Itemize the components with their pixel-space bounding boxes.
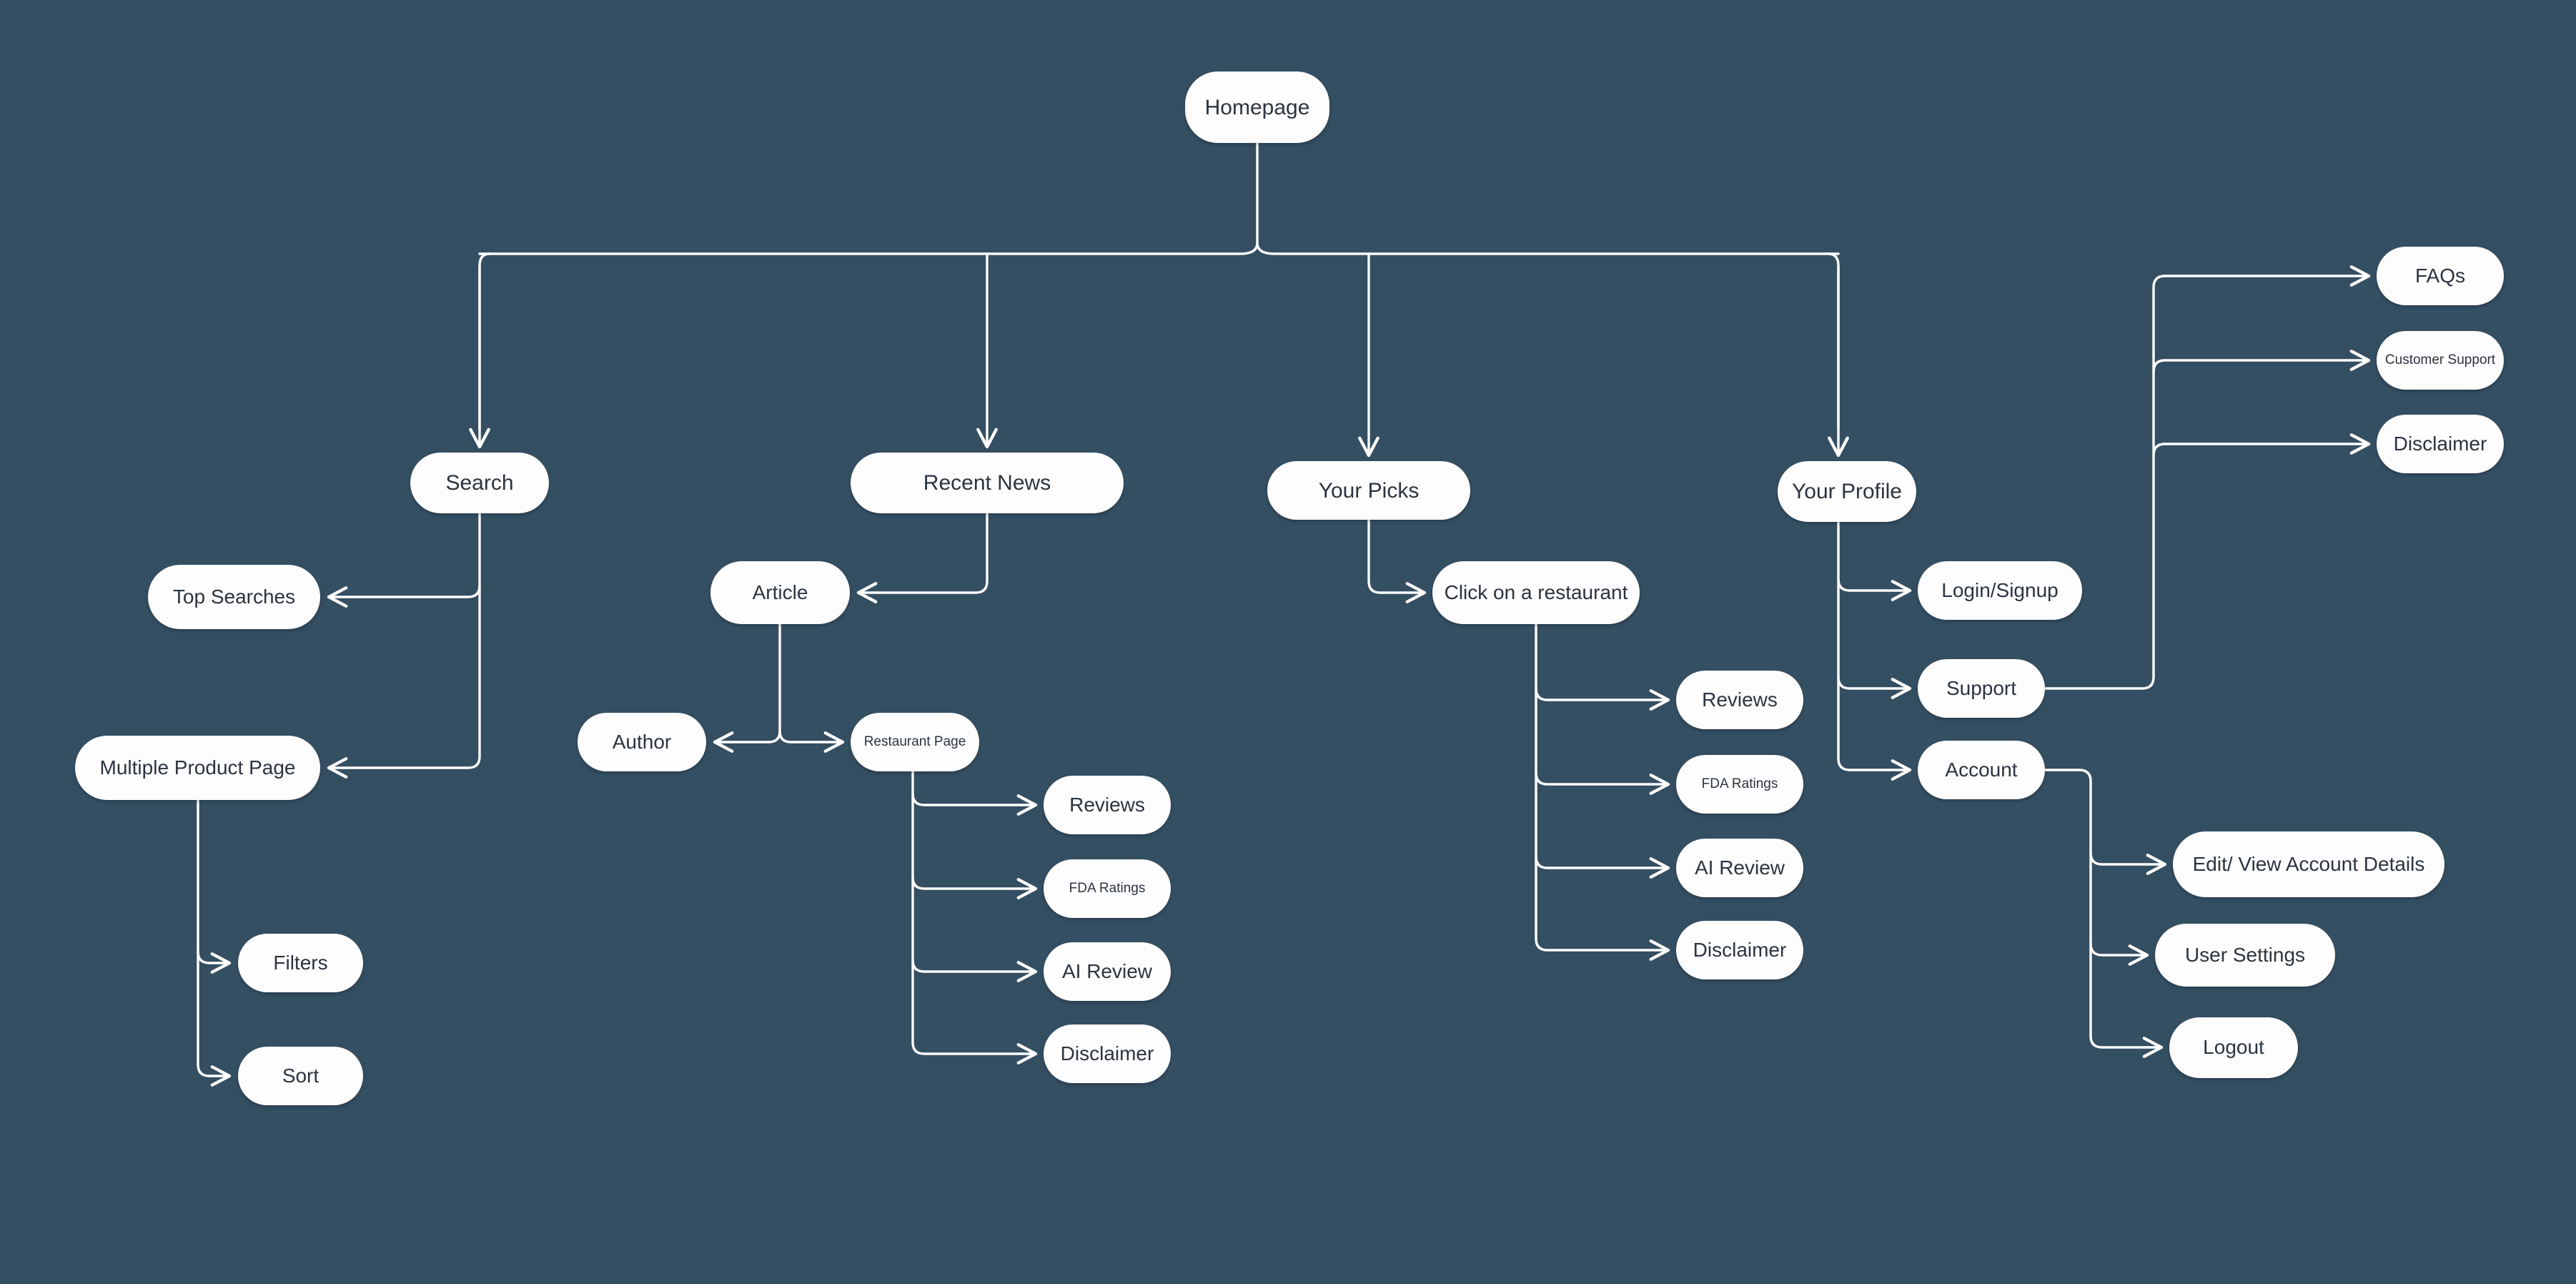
node-label: Reviews [1702, 688, 1778, 711]
node-label: Your Picks [1318, 478, 1420, 503]
edge-cr-spine [1535, 623, 1670, 961]
node-multiple-product-page[interactable]: Multiple Product Page [75, 736, 320, 800]
edge-rp-spine [911, 770, 1038, 1065]
edge-search-spine [327, 512, 481, 779]
node-label: Logout [2203, 1036, 2264, 1059]
node-label: AI Review [1061, 959, 1153, 982]
node-filters[interactable]: Filters [238, 934, 363, 992]
node-label: Recent News [923, 471, 1051, 495]
node-recent-news[interactable]: Recent News [851, 453, 1124, 513]
edge-rp-fda [911, 876, 1038, 899]
node-logout[interactable]: Logout [2169, 1017, 2298, 1078]
node-support-disclaimer[interactable]: Disclaimer [2377, 415, 2504, 473]
edge-search-top-searches [327, 584, 481, 608]
node-restaurant-fda-ratings[interactable]: FDA Ratings [1044, 859, 1171, 918]
node-label: Multiple Product Page [99, 756, 296, 779]
node-restaurant-ai-review[interactable]: AI Review [1044, 942, 1171, 1001]
node-label: FDA Ratings [1069, 880, 1146, 896]
node-picks-fda-ratings[interactable]: FDA Ratings [1676, 755, 1803, 814]
edge-bus-right-cap [1827, 252, 1840, 430]
edge-cr-ai-review [1535, 855, 1670, 879]
node-account[interactable]: Account [1918, 741, 2045, 799]
node-label: Article [752, 581, 808, 603]
node-label: Sort [282, 1064, 319, 1087]
edge-mpp-spine [197, 799, 232, 1087]
node-restaurant-page[interactable]: Restaurant Page [851, 713, 979, 771]
node-label: Author [612, 730, 672, 753]
node-top-searches[interactable]: Top Searches [148, 565, 320, 629]
node-label: Reviews [1069, 793, 1145, 816]
node-label: Edit/ View Account Details [2192, 852, 2425, 875]
edge-support-customer-support [2152, 350, 2371, 373]
edge-account-edit-view [2089, 851, 2167, 875]
node-search[interactable]: Search [410, 453, 549, 513]
node-label: Click on a restaurant [1444, 581, 1628, 603]
node-label: FAQs [2414, 264, 2465, 287]
edge-your-picks-click [1367, 518, 1427, 603]
edge-rp-ai-review [911, 959, 1038, 982]
node-label: Restaurant Page [863, 734, 966, 749]
node-label: Filters [273, 951, 328, 974]
edge-homepage-bus [478, 242, 1840, 255]
node-label: Your Profile [1792, 480, 1902, 503]
node-your-picks[interactable]: Your Picks [1267, 461, 1470, 520]
edge-mpp-filters [197, 950, 232, 974]
node-label: FDA Ratings [1701, 776, 1778, 791]
node-picks-ai-review[interactable]: AI Review [1676, 839, 1803, 897]
node-restaurant-disclaimer[interactable]: Disclaimer [1044, 1024, 1171, 1083]
node-your-profile[interactable]: Your Profile [1778, 461, 1916, 522]
node-label: Support [1946, 676, 2017, 699]
edge-recent-news-article [856, 512, 989, 603]
edge-bus-left-cap [478, 252, 491, 430]
node-restaurant-reviews[interactable]: Reviews [1044, 776, 1171, 834]
node-click-on-a-restaurant[interactable]: Click on a restaurant [1432, 561, 1640, 624]
node-label: Account [1945, 758, 2018, 781]
edge-cr-reviews [1535, 687, 1670, 711]
node-label: AI Review [1694, 856, 1785, 879]
edge-article-restaurant-page [778, 730, 845, 753]
node-label: Disclaimer [1693, 938, 1787, 961]
node-label: Search [445, 471, 514, 495]
edge-support-riser [2044, 265, 2371, 690]
edge-account-user-settings [2089, 942, 2149, 966]
node-label: Login/Signup [1941, 578, 2059, 601]
node-author[interactable]: Author [578, 713, 706, 771]
node-label: Homepage [1204, 95, 1310, 119]
node-support[interactable]: Support [1918, 659, 2045, 718]
node-customer-support[interactable]: Customer Support [2377, 331, 2504, 390]
edge-rp-reviews [911, 792, 1038, 816]
node-label: Disclaimer [2393, 432, 2487, 455]
edge-support-disclaimer [2152, 433, 2371, 457]
edge-cr-fda [1535, 771, 1670, 795]
edge-profile-spine [1837, 520, 1912, 781]
edge-account-spine [2044, 769, 2164, 1058]
node-homepage[interactable]: Homepage [1185, 71, 1329, 143]
node-article[interactable]: Article [710, 561, 850, 624]
node-picks-disclaimer[interactable]: Disclaimer [1676, 921, 1803, 979]
node-login-signup[interactable]: Login/Signup [1918, 561, 2082, 620]
node-user-settings[interactable]: User Settings [2155, 924, 2335, 987]
node-picks-reviews[interactable]: Reviews [1676, 671, 1803, 729]
node-faqs[interactable]: FAQs [2377, 247, 2504, 305]
node-label: Top Searches [172, 585, 296, 608]
node-edit-view-account-details[interactable]: Edit/ View Account Details [2173, 831, 2444, 897]
edge-profile-login [1837, 578, 1912, 601]
node-sort[interactable]: Sort [238, 1047, 363, 1105]
edge-article-author [713, 730, 781, 753]
node-label: User Settings [2184, 943, 2306, 966]
node-label: Disclaimer [1060, 1042, 1154, 1065]
edge-profile-support [1837, 676, 1912, 699]
node-label: Customer Support [2384, 352, 2496, 367]
